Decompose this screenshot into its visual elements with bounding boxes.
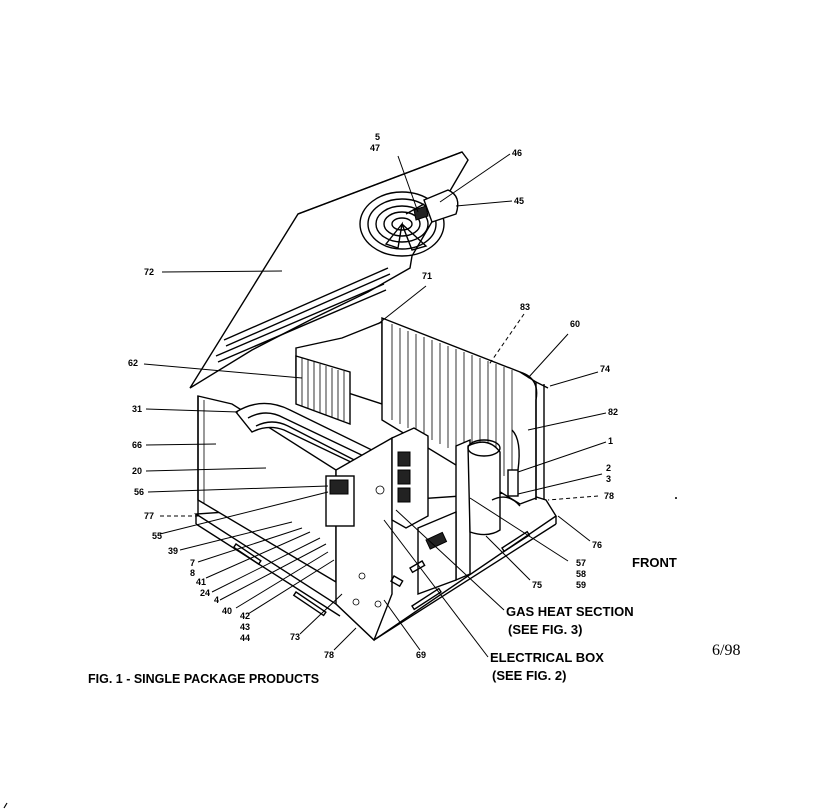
label-78-bottom: 78: [324, 650, 334, 660]
label-56: 56: [134, 487, 144, 497]
label-42: 42: [240, 611, 250, 621]
label-5: 5: [375, 132, 380, 142]
label-71: 71: [422, 271, 432, 281]
label-55: 55: [152, 531, 162, 541]
label-78-right: 78: [604, 491, 614, 501]
label-73: 73: [290, 632, 300, 642]
label-60: 60: [570, 319, 580, 329]
stray-mark-corner: [3, 802, 8, 809]
label-45: 45: [514, 196, 524, 206]
top-panel: [189, 151, 469, 389]
evaporator-coil: [295, 355, 351, 426]
label-4: 4: [214, 595, 219, 605]
label-20: 20: [132, 466, 142, 476]
gas-heat-section-label: GAS HEAT SECTION: [506, 604, 634, 619]
label-75: 75: [532, 580, 542, 590]
label-24: 24: [200, 588, 210, 598]
part-labels: 5 47 46 45 72 71 83 60 74 62 82 1 2 3 78…: [128, 132, 618, 660]
fan-motor: [405, 189, 459, 223]
fan-grille: [359, 191, 445, 257]
label-83: 83: [520, 302, 530, 312]
compressor: [467, 439, 501, 536]
front-label: FRONT: [632, 555, 677, 570]
electrical-box-part: [325, 427, 429, 529]
label-77: 77: [144, 511, 154, 521]
label-76: 76: [592, 540, 602, 550]
condenser-fins: [391, 324, 513, 480]
label-59: 59: [576, 580, 586, 590]
stray-mark: [675, 497, 677, 499]
label-47: 47: [370, 143, 380, 153]
label-1: 1: [608, 436, 613, 446]
label-62-left: 62: [128, 358, 138, 368]
label-40: 40: [222, 606, 232, 616]
label-3: 3: [606, 474, 611, 484]
date-stamp: 6/98: [712, 642, 740, 659]
label-57: 57: [576, 558, 586, 568]
electrical-box-label: ELECTRICAL BOX: [490, 650, 604, 665]
label-82: 82: [608, 407, 618, 417]
label-44: 44: [240, 633, 250, 643]
label-58: 58: [576, 569, 586, 579]
label-2: 2: [606, 463, 611, 473]
gas-heat-section-ref: (SEE FIG. 3): [508, 622, 582, 637]
electrical-box-ref: (SEE FIG. 2): [492, 668, 566, 683]
label-74: 74: [600, 364, 610, 374]
label-7: 7: [190, 558, 195, 568]
gas-heat-panel: [390, 438, 471, 596]
label-46: 46: [512, 148, 522, 158]
label-41: 41: [196, 577, 206, 587]
label-8: 8: [190, 568, 195, 578]
label-43: 43: [240, 622, 250, 632]
leader-lines: [143, 153, 677, 658]
label-69: 69: [416, 650, 426, 660]
cabinet: [193, 316, 557, 642]
label-72: 72: [144, 267, 154, 277]
figure-caption: FIG. 1 - SINGLE PACKAGE PRODUCTS: [88, 672, 319, 686]
label-66: 66: [132, 440, 142, 450]
label-39: 39: [168, 546, 178, 556]
label-31: 31: [132, 404, 142, 414]
